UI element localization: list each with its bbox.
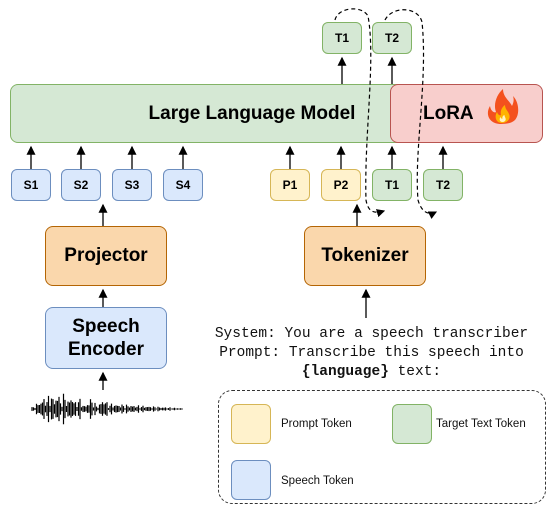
legend-prompt-swatch bbox=[231, 404, 271, 444]
prompt-line-language: {language} text: bbox=[301, 364, 442, 380]
lora-label: LoRA bbox=[423, 102, 474, 124]
language-variable: {language} bbox=[301, 364, 389, 380]
fire-icon bbox=[487, 89, 519, 124]
prompt-text: System: You are a speech transcriber Pro… bbox=[194, 325, 549, 382]
autoregressive-loops bbox=[334, 8, 438, 219]
output-token-t1: T1 bbox=[322, 22, 362, 54]
legend: Prompt Token Target Text Token Speech To… bbox=[218, 390, 546, 504]
arrows bbox=[26, 56, 448, 390]
prompt-token-p2: P2 bbox=[321, 169, 361, 201]
tokenizer-box: Tokenizer bbox=[304, 226, 426, 286]
encoder-line2: Encoder bbox=[67, 339, 145, 360]
speech-encoder-box: Speech Encoder bbox=[45, 307, 167, 369]
legend-speech-swatch bbox=[231, 460, 271, 500]
target-token-t1: T1 bbox=[372, 169, 412, 201]
legend-target-swatch bbox=[392, 404, 432, 444]
encoder-line1: Speech bbox=[72, 316, 140, 337]
large-language-model-box: Large Language Model bbox=[10, 84, 414, 143]
output-token-t2: T2 bbox=[372, 22, 412, 54]
projector-box: Projector bbox=[45, 226, 167, 286]
prompt-token-p1: P1 bbox=[270, 169, 310, 201]
legend-target-label: Target Text Token bbox=[436, 418, 526, 430]
prompt-line-prompt: Prompt: Transcribe this speech into bbox=[219, 345, 524, 361]
speech-token-s3: S3 bbox=[112, 169, 152, 201]
waveform-icon bbox=[31, 393, 183, 425]
legend-prompt-label: Prompt Token bbox=[281, 418, 352, 430]
prompt-line-system: System: You are a speech transcriber bbox=[214, 326, 529, 342]
legend-speech-label: Speech Token bbox=[281, 475, 354, 487]
llm-label: Large Language Model bbox=[148, 102, 356, 124]
speech-token-s2: S2 bbox=[61, 169, 101, 201]
speech-token-s4: S4 bbox=[163, 169, 203, 201]
target-token-t2: T2 bbox=[423, 169, 463, 201]
speech-token-s1: S1 bbox=[11, 169, 51, 201]
